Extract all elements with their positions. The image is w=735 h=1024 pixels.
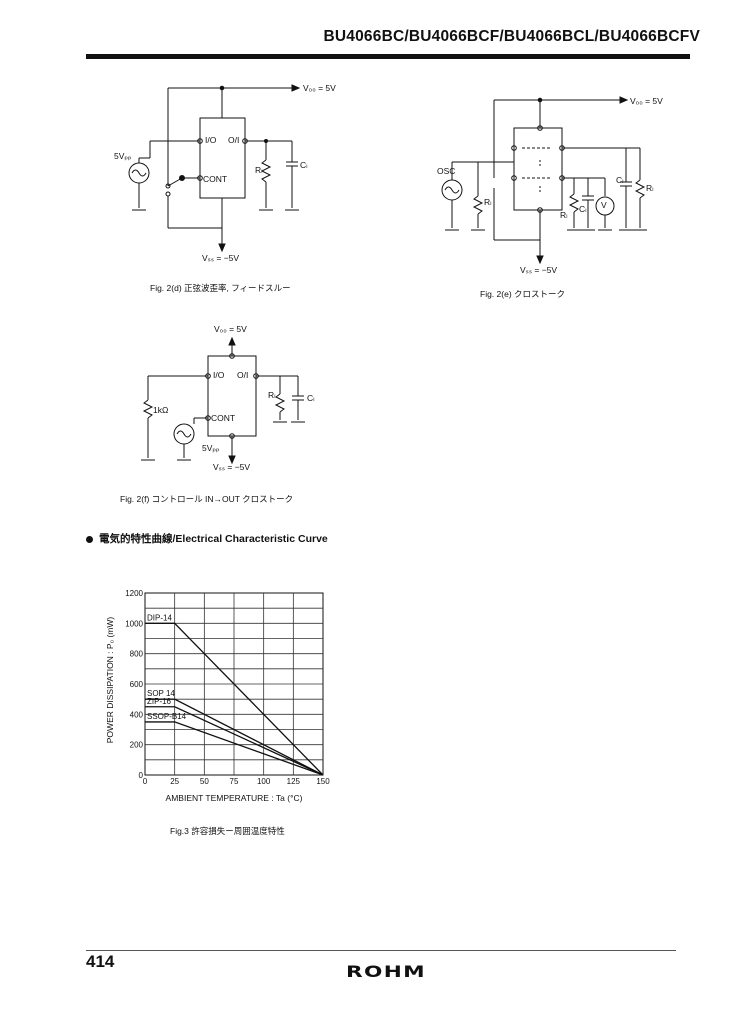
fig2f-cl-label: Cₗ (307, 393, 315, 403)
fig2e-cl-right-label: Cₗ (616, 175, 624, 185)
footer-rule (86, 950, 676, 951)
chart-x-tick-label: 150 (316, 777, 330, 786)
fig2f-caption: Fig. 2(f) コントロール IN→OUT クロストーク (120, 494, 294, 504)
fig2e-caption: Fig. 2(e) クロストーク (480, 289, 566, 299)
chart-x-tick-label: 125 (287, 777, 301, 786)
fig2f-r1k-label: 1kΩ (153, 405, 169, 415)
chart-y-tick-label: 800 (130, 650, 144, 659)
fig2f-source-label: 5Vₚₚ (202, 443, 220, 453)
page-header-title: BU4066BC/BU4066BCF/BU4066BCL/BU4066BCFV (323, 28, 700, 45)
fig2d-cl-label: Cₗ (300, 160, 308, 170)
fig2d-rl-label: Rₗ (255, 165, 263, 175)
chart-y-tick-label: 600 (130, 680, 144, 689)
fig2f-vss-label: Vₛₛ = −5V (213, 462, 251, 472)
chart-y-tick-label: 400 (130, 710, 144, 719)
chart-x-tick-label: 50 (200, 777, 209, 786)
fig2f-vdd-label: V₀₀ = 5V (214, 324, 247, 334)
fig2d-oi-label: O/I (228, 135, 240, 145)
section-heading: 電気的特性曲線/Electrical Characteristic Curve (86, 531, 328, 546)
fig2e-rl-right-label: Rₗ (646, 183, 654, 193)
chart-series-label: ZIP-16 (147, 697, 172, 706)
chart-y-axis-label: POWER DISSIPATION : P₀ (mW) (105, 617, 115, 744)
fig2e-vdd-label: V₀₀ = 5V (630, 96, 663, 106)
section-heading-text: 電気的特性曲線/Electrical Characteristic Curve (99, 533, 328, 545)
page-number: 414 (86, 952, 115, 971)
fig2f-rl-label: Rₗ (268, 390, 276, 400)
chart-series-label: SSOP-B14 (147, 712, 187, 721)
fig2e-meter-label: V (601, 200, 607, 210)
chart-lines (145, 622, 324, 776)
chart-series-line (145, 721, 324, 776)
chart-series-line (145, 622, 324, 776)
fig2e-rl-mid-label: Rₗ (560, 210, 568, 220)
chart-series-line (145, 698, 324, 776)
rohm-logo: ROHM (346, 962, 426, 981)
fig2f-io-label: I/O (213, 370, 225, 380)
header-rule (86, 54, 690, 59)
chart-x-tick-label: 25 (170, 777, 179, 786)
fig2d-io-label: I/O (205, 135, 217, 145)
chart-x-tick-label: 0 (143, 777, 148, 786)
fig2e-vss-label: Vₛₛ = −5V (520, 265, 558, 275)
chart-y-tick-label: 200 (130, 741, 144, 750)
chart-series-line (145, 706, 324, 776)
fig2d-vdd-label: V₀₀ = 5V (303, 83, 336, 93)
chart-y-tick-label: 1000 (125, 619, 143, 628)
chart-x-tick-label: 75 (230, 777, 239, 786)
fig3-caption: Fig.3 許容損失ー周囲温度特性 (170, 826, 285, 836)
fig2f-cont-label: CONT (211, 413, 236, 423)
fig2d-cont-label: CONT (203, 174, 228, 184)
fig2d-caption: Fig. 2(d) 正弦波歪率, フィードスルー (150, 283, 291, 293)
fig2e-rl-left-label: Rₗ (484, 197, 492, 207)
fig2d-source-label: 5Vₚₚ (114, 151, 132, 161)
fig2e-osc-label: OSC (437, 166, 456, 176)
chart-series-label: SOP 14 (147, 689, 175, 698)
fig2f-oi-label: O/I (237, 370, 249, 380)
fig2d-vss-label: Vₛₛ = −5V (202, 253, 240, 263)
chart-ticks: 0 25 50 75 100 125 150 0 200 400 600 800 1000 1200 (125, 589, 330, 786)
chart-x-tick-label: 100 (257, 777, 271, 786)
chart-y-tick-label: 0 (139, 771, 144, 780)
chart-y-tick-label: 1200 (125, 589, 143, 598)
chart-series-label: DIP-14 (147, 613, 172, 622)
chart-x-axis-label: AMBIENT TEMPERATURE : Ta (°C) (166, 793, 303, 803)
bullet-icon (86, 535, 93, 543)
fig2e-cl-mid-label: Cₗ (579, 204, 587, 214)
